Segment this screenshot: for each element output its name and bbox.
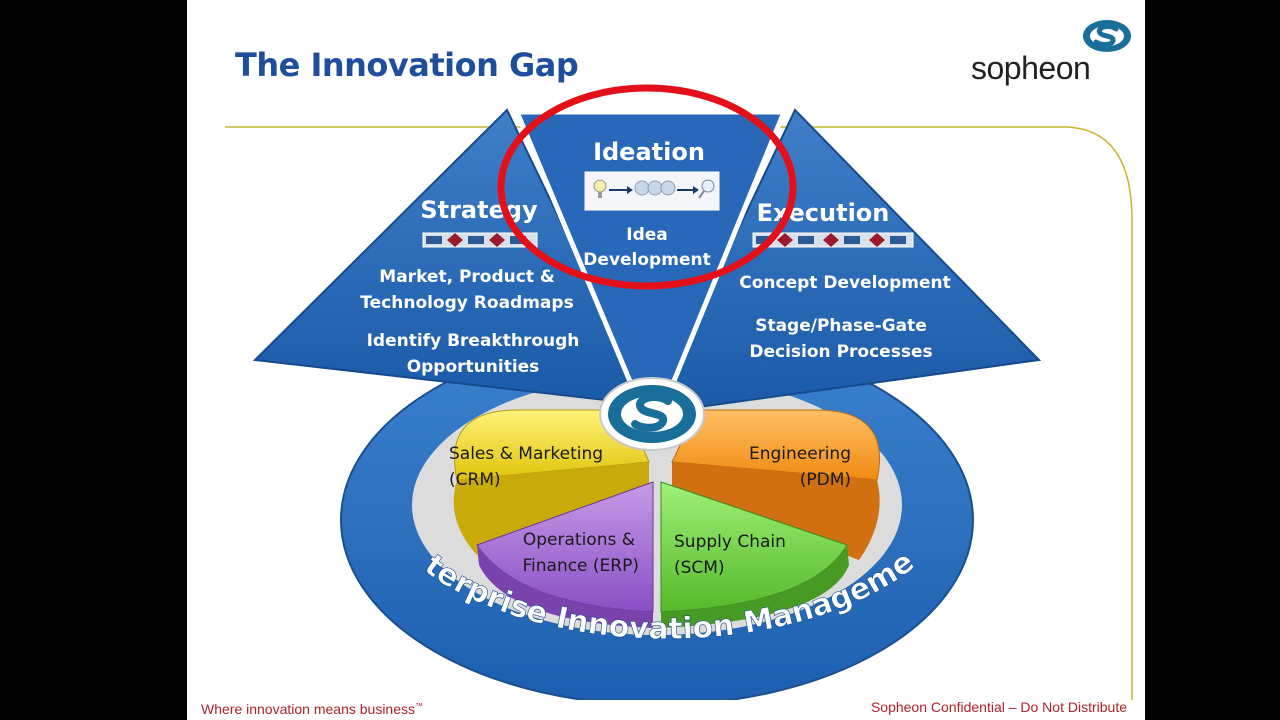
label-engineering-line2: (PDM) (800, 470, 851, 490)
segment-sales-side (453, 462, 649, 555)
footer-confidential: Sopheon Confidential – Do Not Distribute (870, 699, 1127, 715)
label-supply-line1: Supply Chain (674, 532, 786, 552)
label-engineering-line1: Engineering (749, 444, 851, 464)
execution-line3: Decision Processes (749, 342, 932, 362)
label-sales-line1: Sales & Marketing (449, 444, 603, 464)
sopheon-logo-text: sopheon (971, 50, 1091, 86)
slide: The Innovation Gap sopheon (187, 0, 1145, 720)
label-supply-line2: (SCM) (674, 558, 725, 578)
sopheon-logo-icon (1083, 20, 1131, 52)
label-operations-line2: Finance (ERP) (522, 556, 639, 576)
execution-title: Execution (757, 199, 890, 227)
strategy-line3: Identify Breakthrough (367, 331, 580, 351)
strategy-line1: Market, Product & (379, 267, 555, 287)
pie-chart (453, 409, 880, 628)
footer-tagline: Where innovation means business™ (201, 701, 423, 717)
innovation-diagram: Sales & Marketing (CRM) Engineering (PDM… (187, 0, 1133, 700)
slide-title: The Innovation Gap (235, 46, 579, 84)
segment-engineering-side (672, 462, 880, 560)
label-operations-line1: Operations & (523, 530, 635, 550)
strategy-line2: Technology Roadmaps (360, 293, 573, 313)
execution-line2: Stage/Phase-Gate (755, 316, 927, 336)
center-sopheon-icon (599, 377, 705, 451)
ideation-title: Ideation (593, 138, 705, 166)
idea-flow-icon (584, 171, 720, 211)
segment-supply-side (661, 545, 849, 628)
ideation-line2: Development (583, 250, 710, 270)
segment-sales-marketing (454, 409, 650, 481)
segment-supply-chain (660, 481, 848, 613)
ideation-highlight-circle (497, 84, 797, 290)
execution-progress-icon (752, 232, 914, 248)
frame-line (225, 126, 1133, 700)
segment-operations-finance (476, 481, 654, 613)
footer-tagline-mark: ™ (415, 701, 424, 711)
strategy-progress-icon (422, 232, 538, 248)
ideation-line1: Idea (626, 225, 668, 245)
execution-line1: Concept Development (739, 273, 950, 293)
footer-tagline-text: Where innovation means business (201, 701, 416, 717)
label-sales-line2: (CRM) (449, 470, 501, 490)
segment-operations-side (477, 545, 653, 628)
segment-engineering (671, 409, 880, 481)
strategy-title: Strategy (420, 196, 538, 224)
strategy-line4: Opportunities (407, 357, 540, 377)
